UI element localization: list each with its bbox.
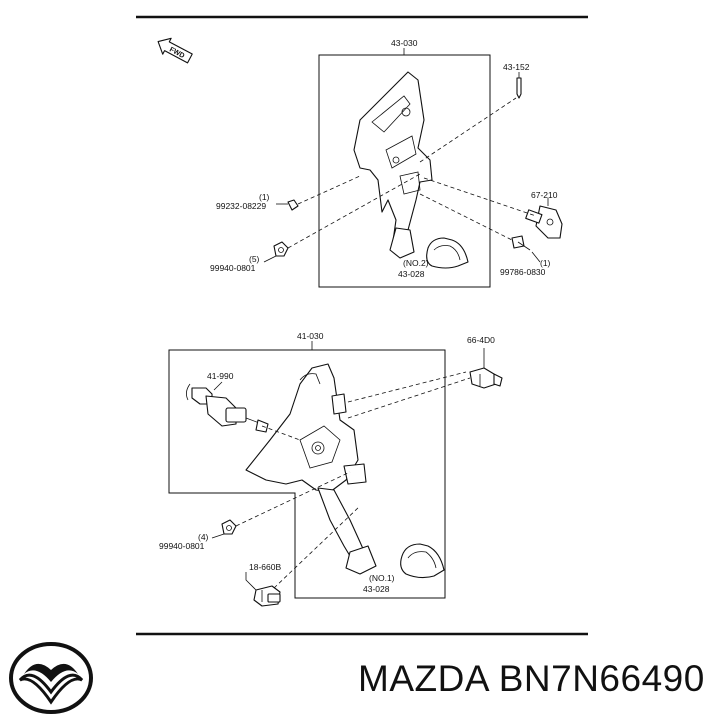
upper-pedal-pad	[426, 237, 469, 269]
label-upper-nut-qty: (5)	[249, 254, 260, 264]
lower-assembly-frame	[168, 349, 446, 599]
lower-cylinder	[186, 381, 269, 433]
part-caption: MAZDA BN7N66490	[358, 658, 705, 699]
lower-nut	[211, 519, 237, 539]
label-upper-pad: 43-028	[398, 269, 425, 279]
fwd-label: FWD	[168, 46, 185, 60]
lower-pedal-pad	[400, 543, 445, 579]
upper-screw	[511, 235, 541, 263]
mazda-logo-icon	[9, 642, 93, 714]
label-lower-nut: 99940-0801	[159, 541, 205, 551]
label-upper-pad-note: (NO.2)	[403, 258, 429, 268]
upper-assembly-frame	[318, 54, 491, 288]
label-lower-sensor: 18-660B	[249, 562, 281, 572]
label-upper-switch: 67-210	[531, 190, 558, 200]
upper-bolt	[276, 199, 299, 211]
upper-nut	[263, 241, 289, 263]
label-lower-cylinder: 41-990	[207, 371, 234, 381]
label-upper-screw-qty: (1)	[540, 258, 551, 268]
label-lower-nut-qty: (4)	[198, 532, 209, 542]
label-lower-pad: 43-028	[363, 584, 390, 594]
lower-switch	[469, 348, 503, 389]
label-lower-pad-note: (NO.1)	[369, 573, 395, 583]
label-upper-bolt-qty: (1)	[259, 192, 270, 202]
label-upper-nut: 99940-0801	[210, 263, 256, 273]
upper-switch	[525, 198, 563, 239]
lower-pedal-arm	[317, 487, 377, 575]
lower-sensor	[245, 572, 281, 607]
label-upper-pin: 43-152	[503, 62, 530, 72]
upper-pin	[516, 72, 522, 99]
upper-pedal-bracket	[353, 71, 433, 259]
label-upper-screw: 99786-0830	[500, 267, 546, 277]
label-upper-assembly: 43-030	[391, 38, 418, 48]
label-upper-bolt: 99232-08229	[216, 201, 266, 211]
lower-pedal-bracket	[245, 363, 367, 493]
fwd-arrow-icon: FWD	[157, 37, 193, 64]
label-lower-switch: 66-4D0	[467, 335, 495, 345]
label-lower-assembly: 41-030	[297, 331, 324, 341]
